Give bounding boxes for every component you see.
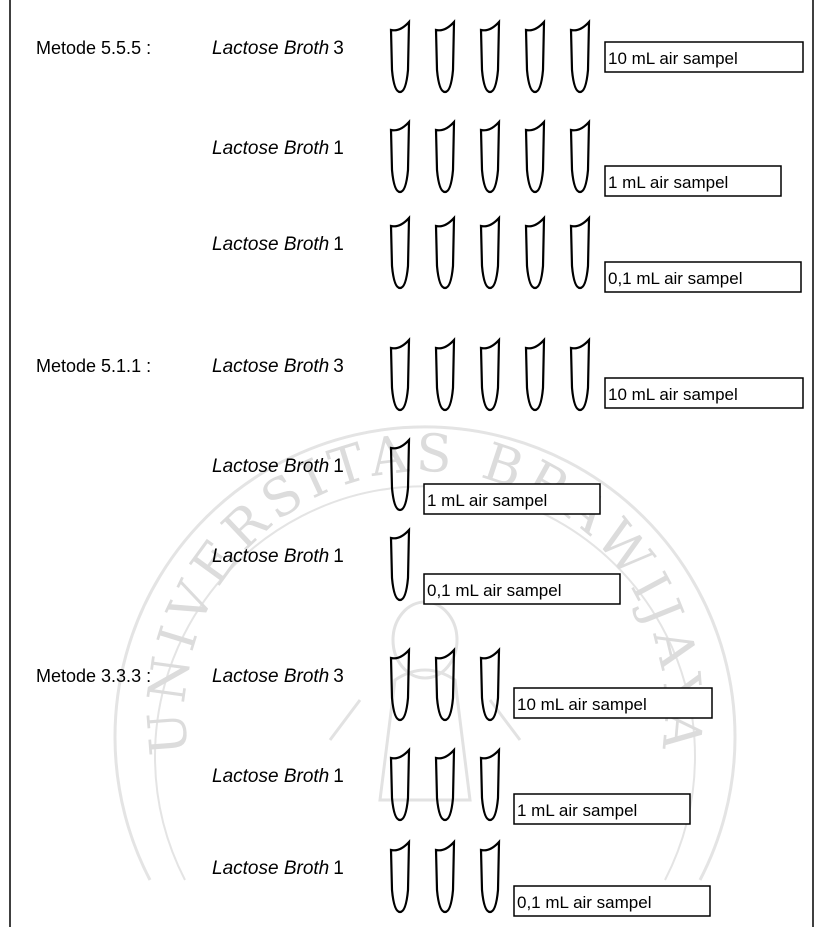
test-tube-icon xyxy=(389,19,411,94)
test-tube-icon xyxy=(479,215,501,290)
test-tube-icon xyxy=(479,19,501,94)
medium-strength: 3 xyxy=(333,666,344,687)
sample-volume-label: 1 mL air sampel xyxy=(608,173,728,192)
test-tube-icon xyxy=(389,437,411,512)
medium-name: Lactose Broth xyxy=(212,766,329,787)
medium-strength: 3 xyxy=(333,38,344,59)
medium-strength: 1 xyxy=(333,858,344,879)
test-tube-icon xyxy=(434,215,456,290)
medium-strength: 3 xyxy=(333,356,344,377)
test-tube-icon xyxy=(479,839,501,914)
test-tube-icon xyxy=(524,337,546,412)
page-frame xyxy=(9,0,814,927)
test-tube-icon xyxy=(569,215,591,290)
medium-name: Lactose Broth xyxy=(212,234,329,255)
sample-volume-label: 0,1 mL air sampel xyxy=(608,269,742,288)
method-label: Metode 5.5.5 : xyxy=(36,38,151,58)
sample-volume-box xyxy=(513,793,691,825)
sample-volume-box xyxy=(604,377,804,409)
sample-volume-label: 1 mL air sampel xyxy=(517,801,637,820)
sample-volume-label: 10 mL air sampel xyxy=(608,385,738,404)
medium-strength: 1 xyxy=(333,546,344,567)
medium-name: Lactose Broth xyxy=(212,546,329,567)
sample-volume-box xyxy=(513,885,711,917)
test-tube-icon xyxy=(434,337,456,412)
test-tube-icon xyxy=(389,527,411,602)
medium-strength: 1 xyxy=(333,766,344,787)
test-tube-icon xyxy=(389,119,411,194)
sample-volume-label: 10 mL air sampel xyxy=(608,49,738,68)
sample-volume-box xyxy=(513,687,713,719)
test-tube-icon xyxy=(389,839,411,914)
test-tube-icon xyxy=(434,839,456,914)
medium-strength: 1 xyxy=(333,234,344,255)
test-tube-icon xyxy=(569,337,591,412)
test-tube-icon xyxy=(479,747,501,822)
test-tube-icon xyxy=(479,647,501,722)
medium-name: Lactose Broth xyxy=(212,858,329,879)
medium-name: Lactose Broth xyxy=(212,666,329,687)
test-tube-icon xyxy=(389,647,411,722)
medium-name: Lactose Broth xyxy=(212,138,329,159)
test-tube-icon xyxy=(569,119,591,194)
test-tube-icon xyxy=(479,337,501,412)
test-tube-icon xyxy=(524,19,546,94)
test-tube-icon xyxy=(434,119,456,194)
method-label: Metode 3.3.3 : xyxy=(36,666,151,686)
test-tube-icon xyxy=(389,337,411,412)
medium-name: Lactose Broth xyxy=(212,456,329,477)
sample-volume-label: 0,1 mL air sampel xyxy=(427,581,561,600)
medium-name: Lactose Broth xyxy=(212,356,329,377)
sample-volume-box xyxy=(604,261,802,293)
sample-volume-label: 10 mL air sampel xyxy=(517,695,647,714)
sample-volume-label: 0,1 mL air sampel xyxy=(517,893,651,912)
watermark-crest-icon xyxy=(328,600,522,802)
test-tube-icon xyxy=(434,647,456,722)
sample-volume-box xyxy=(604,165,782,197)
sample-volume-box xyxy=(423,573,621,605)
method-label: Metode 5.1.1 : xyxy=(36,356,151,376)
sample-volume-box xyxy=(604,41,804,73)
test-tube-icon xyxy=(434,19,456,94)
medium-name: Lactose Broth xyxy=(212,38,329,59)
test-tube-icon xyxy=(524,119,546,194)
test-tube-icon xyxy=(569,19,591,94)
sample-volume-label: 1 mL air sampel xyxy=(427,491,547,510)
test-tube-icon xyxy=(434,747,456,822)
sample-volume-box xyxy=(423,483,601,515)
test-tube-icon xyxy=(524,215,546,290)
medium-strength: 1 xyxy=(333,456,344,477)
medium-strength: 1 xyxy=(333,138,344,159)
test-tube-icon xyxy=(389,747,411,822)
test-tube-icon xyxy=(479,119,501,194)
test-tube-icon xyxy=(389,215,411,290)
